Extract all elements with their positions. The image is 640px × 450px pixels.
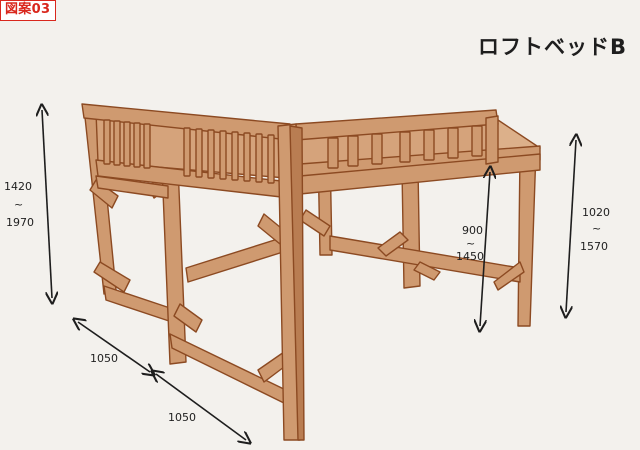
bed-frame	[81, 103, 541, 441]
total-height-max-label: 1970	[6, 216, 34, 229]
left-slat	[103, 119, 111, 165]
left-slat	[231, 131, 239, 181]
left-lower-rail	[103, 285, 173, 323]
right-height-min-label: 1020	[582, 206, 610, 219]
left-lower-side-rail	[95, 175, 169, 199]
dimension-labels: 1420 ~ 1970 1050 1050 900 ~ 1450 1020 ~ …	[4, 180, 610, 424]
left-slat	[255, 133, 263, 183]
right-slat	[471, 125, 483, 157]
right-cross-brace-1	[377, 231, 409, 257]
left-slat	[133, 122, 141, 168]
total-height-sep-label: ~	[14, 198, 23, 211]
left-slat	[143, 123, 151, 169]
right-slat	[327, 137, 339, 169]
left-slat	[243, 132, 251, 182]
right-slat	[447, 127, 459, 159]
right-slat	[399, 131, 411, 163]
left-slat	[219, 130, 227, 180]
right-lower-rail	[329, 235, 521, 283]
right-slat	[347, 135, 359, 167]
depth-arrow	[78, 322, 150, 372]
left-slat	[123, 121, 131, 167]
deck-height-max-label: 1450	[456, 250, 484, 263]
right-height-max-label: 1570	[580, 240, 608, 253]
left-slat	[207, 129, 215, 179]
right-slat	[371, 133, 383, 165]
front-brace-left	[173, 303, 203, 333]
left-slat	[183, 127, 191, 177]
right-height-sep-label: ~	[592, 222, 601, 235]
left-slat	[267, 134, 275, 184]
total-height-min-label: 1420	[4, 180, 32, 193]
width-label: 1050	[168, 411, 196, 424]
total-height-arrow	[42, 110, 52, 298]
right-cross-brace-3	[413, 261, 441, 281]
right-front-post	[517, 149, 537, 327]
deck-height-sep-label: ~	[466, 237, 475, 250]
front-corner-post-face	[289, 125, 305, 441]
right-slat	[423, 129, 435, 161]
left-upper-brace	[89, 179, 119, 209]
right-end-post	[485, 115, 499, 165]
left-slat	[195, 128, 203, 178]
drawing-number-badge: 図案03	[0, 0, 57, 21]
dimension-arrows	[42, 110, 576, 440]
deck-height-min-label: 900	[462, 224, 483, 237]
left-slat	[113, 120, 121, 166]
drawing-title: ロフトベッドB	[478, 35, 627, 59]
depth-label: 1050	[90, 352, 118, 365]
right-height-arrow	[566, 140, 576, 312]
width-arrow	[156, 374, 246, 440]
deck-height-arrow	[480, 172, 490, 326]
left-corner-brace	[93, 261, 131, 293]
